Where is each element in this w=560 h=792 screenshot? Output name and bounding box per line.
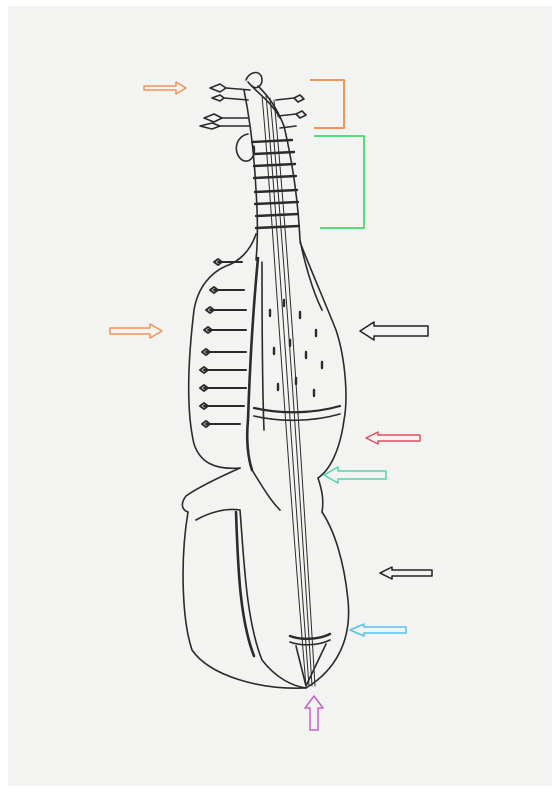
bracket-green: [314, 136, 364, 228]
arrow-orange-top: [144, 82, 186, 94]
arrow-red: [366, 432, 420, 444]
side-pegs: [200, 259, 246, 427]
tuning-pegs-upper: [200, 84, 306, 129]
arrow-purple: [305, 696, 323, 730]
lower-body: [183, 509, 349, 688]
strings: [262, 96, 315, 686]
arrow-orange-middle: [110, 324, 162, 338]
arrow-black-lower: [380, 567, 432, 579]
arrow-teal: [324, 467, 386, 483]
upper-body: [189, 234, 346, 478]
arrow-cyan: [350, 624, 406, 636]
bracket-orange: [310, 80, 344, 128]
arrow-black-upper: [360, 322, 428, 340]
